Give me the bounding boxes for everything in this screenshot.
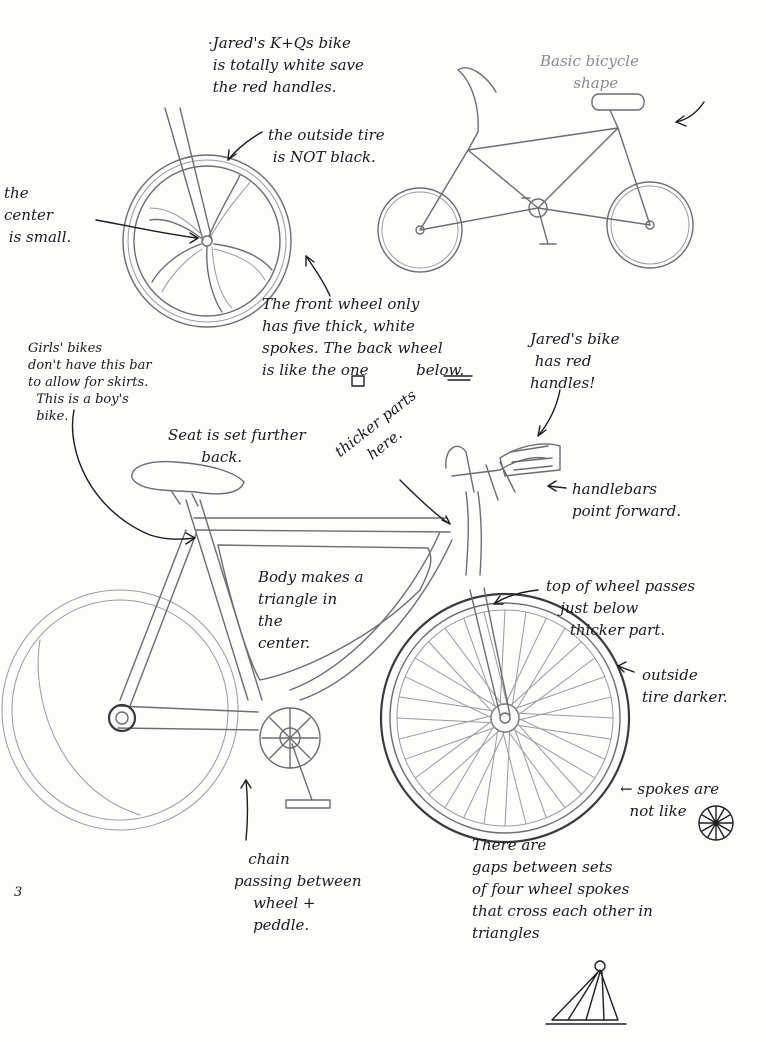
wheel-spoke: [505, 617, 547, 705]
wheel-spoke: [510, 641, 582, 706]
mini-spoke: [715, 822, 731, 832]
wheel-spoke: [511, 611, 527, 707]
mini-spoke: [701, 814, 717, 824]
wheel-spoke: [463, 731, 505, 819]
mini-spoke: [707, 808, 717, 824]
note-top-of-wheel: top of wheel passes just below thicker p…: [546, 577, 696, 639]
wheel-spoke: [518, 718, 606, 760]
note-jared-red: Jared's bike has red handles!: [530, 330, 620, 392]
note-body-triangle: Body makes a triangle in the center.: [258, 568, 364, 652]
wheel-spoke: [444, 627, 503, 705]
wheel-spoke: [507, 731, 566, 809]
wheel-spoke: [518, 696, 612, 721]
annotation-arrows: [71, 101, 705, 841]
note-basic-shape: Basic bicycle shape: [540, 52, 639, 92]
wheel-spoke: [499, 609, 506, 706]
mini-spoke: [715, 822, 725, 838]
mini-wheel-icon: [698, 805, 734, 841]
wheel-spoke: [517, 712, 614, 719]
note-center-small: the center is small.: [4, 184, 72, 246]
wheel-spoke: [414, 720, 492, 779]
wheel-spoke: [515, 627, 566, 711]
wheel-spoke: [404, 676, 492, 718]
wheel-spoke: [502, 731, 527, 825]
spoke-triangle-diagram: [545, 960, 627, 1025]
mini-spoke: [707, 822, 717, 838]
wheel-spoke: [428, 730, 500, 795]
wheel-spoke: [513, 727, 547, 819]
wheel-spoke: [512, 728, 596, 779]
note-jared-white: ·Jared's K+Qs bike is totally white save…: [208, 34, 364, 96]
note-handlebars: handlebars point forward.: [572, 480, 681, 520]
note-front-wheel: The front wheel only has five thick, whi…: [262, 295, 465, 379]
note-seat-back: Seat is set further back.: [168, 426, 306, 466]
note-chain: chain passing between wheel + peddle.: [234, 850, 362, 934]
wheel-spoke: [444, 725, 495, 809]
mini-spoke: [701, 822, 717, 832]
wheel-spoke: [398, 696, 494, 712]
wheel-spoke: [483, 729, 499, 825]
note-girls-bikes: Girls' bikes don't have this bar to allo…: [28, 341, 152, 424]
wheel-spoke: [517, 723, 582, 795]
wheel-spoke: [428, 641, 493, 713]
note-gaps: There are gaps between sets of four whee…: [472, 836, 653, 942]
wheel-spoke: [414, 657, 498, 708]
wheel-spoke: [404, 726, 496, 760]
wheel-spoke: [398, 715, 492, 740]
wheel-spoke: [518, 657, 596, 716]
wheel-spoke: [396, 717, 493, 724]
wheel-spoke: [514, 676, 606, 710]
mini-spoke: [715, 814, 731, 824]
basic-bicycle-shape: [377, 67, 694, 273]
note-spokes-not-like: ← spokes are not like: [620, 780, 720, 820]
note-outside-tire-darker: outside tire darker.: [642, 666, 728, 706]
front-wheel-study: [122, 107, 292, 328]
page-mark: 3: [14, 885, 23, 900]
note-outside-tire: the outside tire is NOT black.: [268, 126, 385, 166]
wheel-spoke: [516, 724, 612, 740]
mini-spoke: [715, 808, 725, 824]
main-bicycle: [1, 443, 631, 844]
wheel-spoke: [463, 617, 497, 709]
wheel-spoke: [483, 611, 508, 705]
wheel-spoke: [504, 730, 511, 827]
